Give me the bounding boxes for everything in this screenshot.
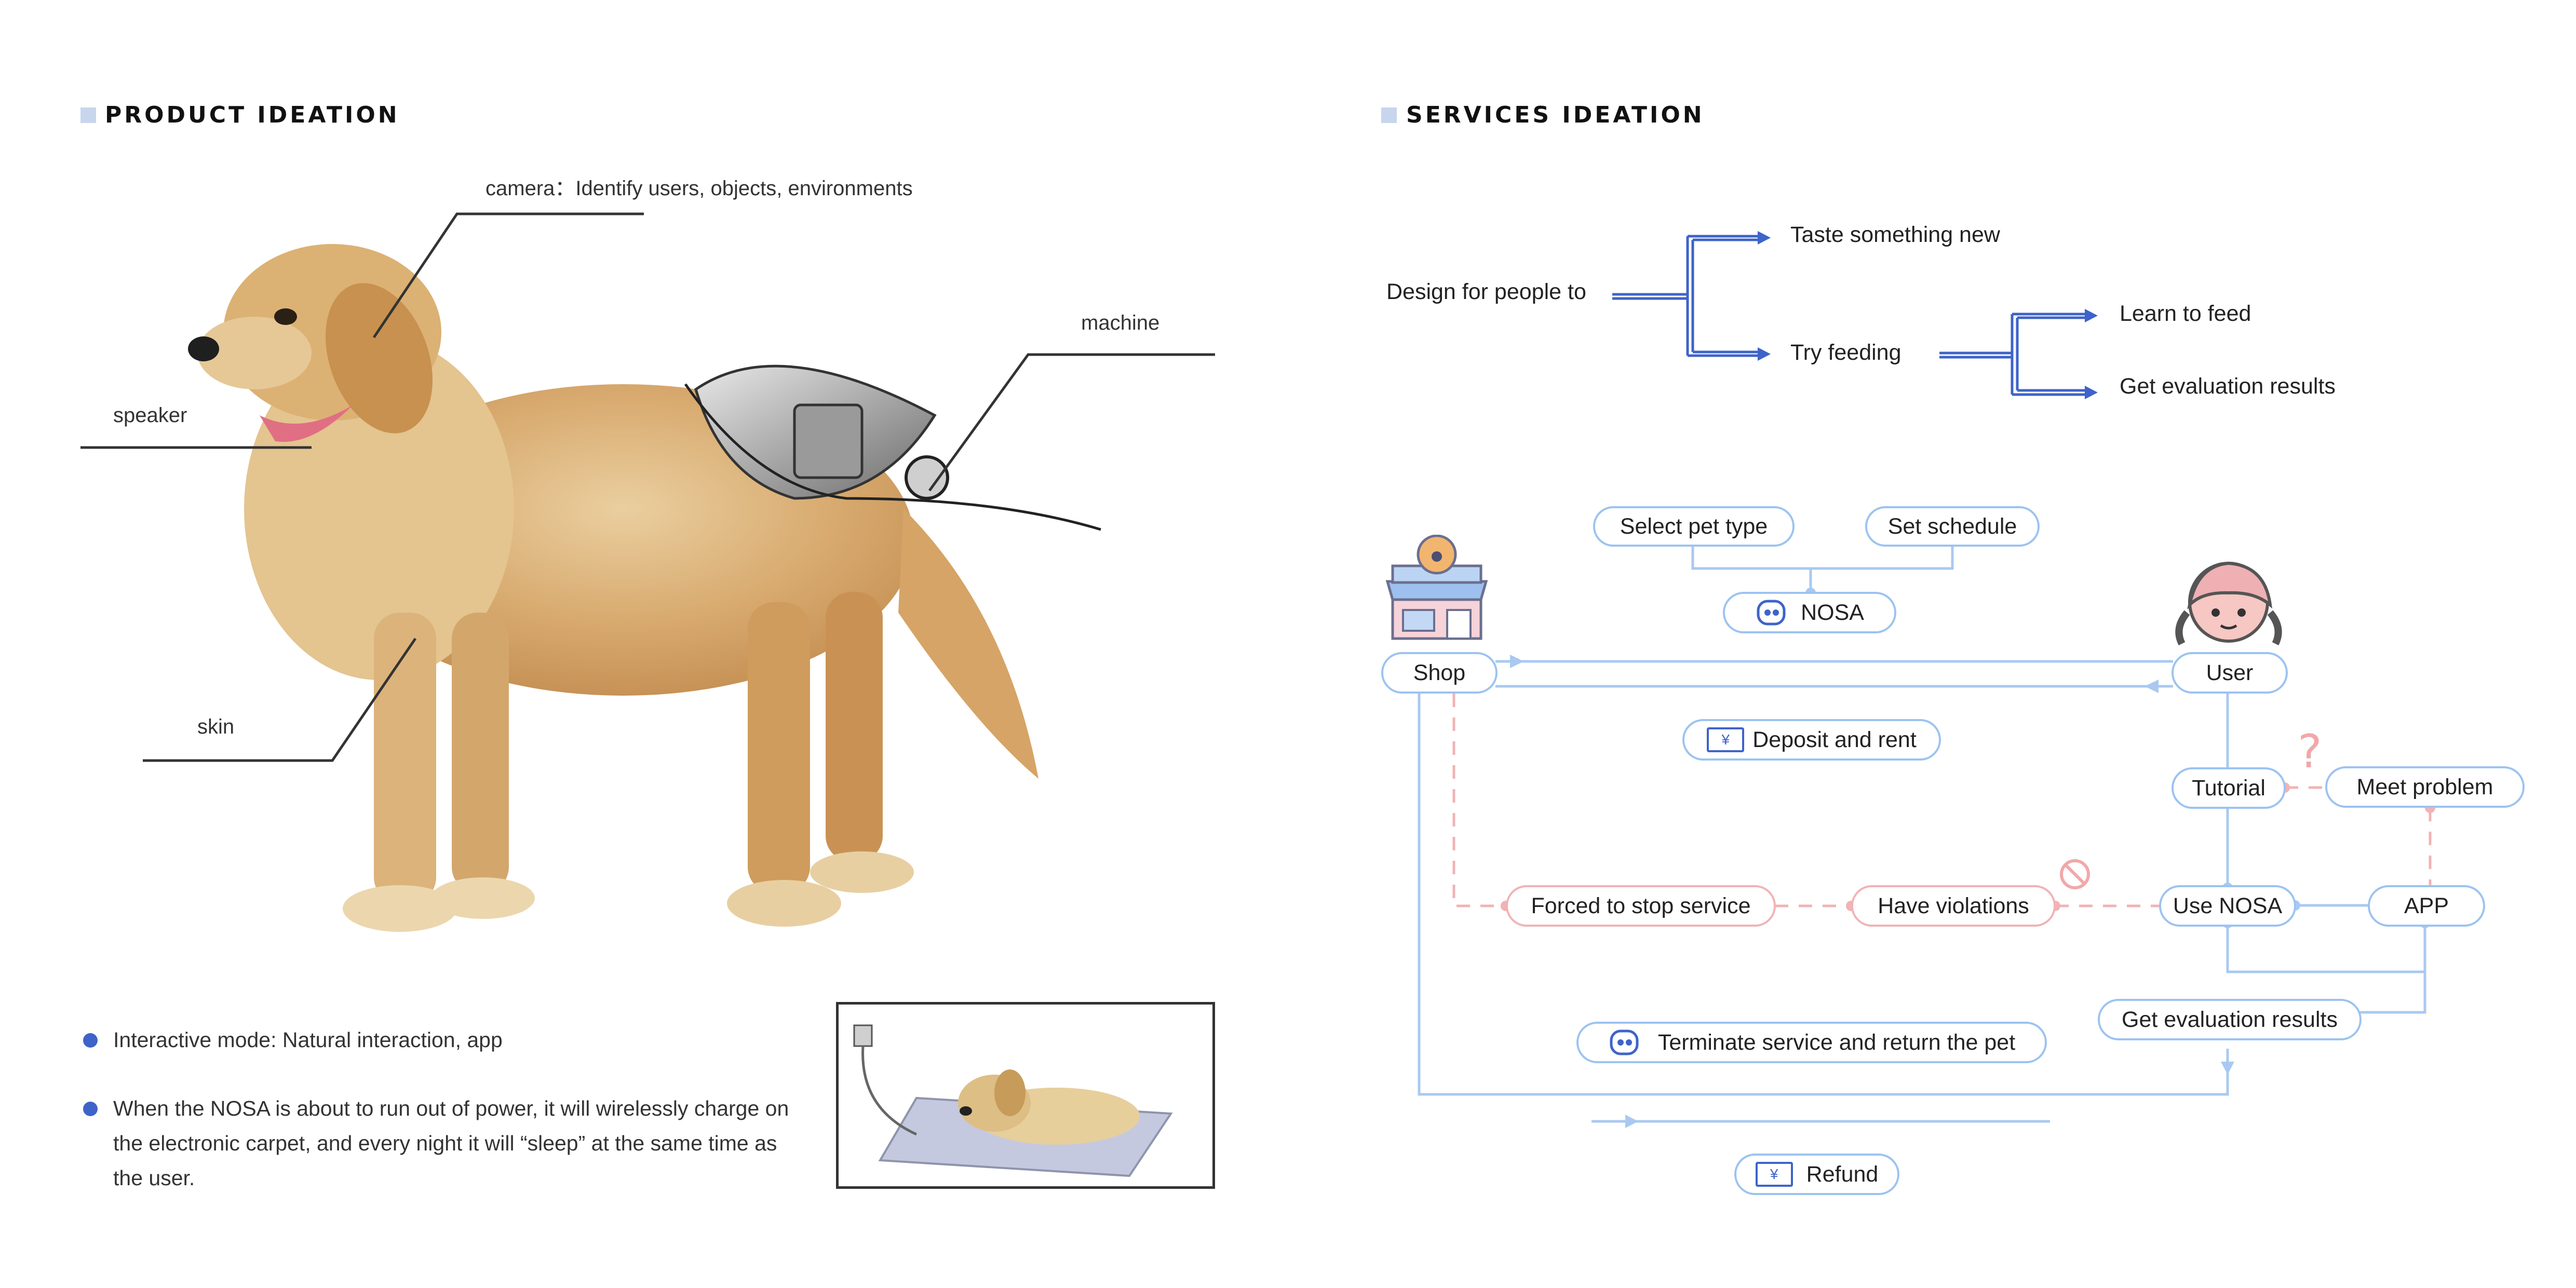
terminate-label: Terminate service and return the pet [1657, 1029, 2016, 1055]
skin-label: skin [197, 715, 235, 738]
refund-label: Refund [1806, 1161, 1879, 1187]
tree-eval: Get evaluation results [2120, 374, 2336, 399]
use-nosa-node: Use NOSA [2159, 885, 2296, 927]
bullet-icon [83, 1033, 98, 1048]
app-node: APP [2368, 885, 2485, 927]
forced-stop-node: Forced to stop service [1506, 885, 1776, 927]
camera-label: camera：Identify users, objects, environm… [485, 177, 913, 200]
bullet-icon [83, 1102, 98, 1116]
shop-icon [1385, 535, 1488, 640]
select-pet-type-node: Select pet type [1593, 506, 1795, 547]
tree-try: Try feeding [1790, 340, 1901, 365]
robot-dog-icon [1757, 600, 1786, 626]
section-marker [1381, 107, 1397, 123]
tree-root: Design for people to [1386, 279, 1586, 304]
charging-note: When the NOSA is about to run out of pow… [113, 1096, 789, 1190]
robot-dog-icon [1610, 1029, 1639, 1055]
get-evaluation-results-node: Get evaluation results [2098, 999, 2362, 1040]
user-avatar-icon [2175, 561, 2282, 646]
question-mark-icon: ? [2298, 725, 2322, 778]
tree-taste: Taste something new [1790, 222, 2000, 247]
cash-icon: ¥ [1755, 1162, 1793, 1187]
interactive-mode-note: Interactive mode: Natural interaction, a… [113, 1028, 503, 1052]
section-marker [80, 107, 96, 123]
refund-node: ¥ Refund [1734, 1154, 1899, 1195]
sleeping-puppy-on-carpet-illustration [853, 1024, 1173, 1177]
nosa-label: NOSA [1801, 600, 1864, 625]
prohibited-icon [2060, 859, 2090, 889]
set-schedule-node: Set schedule [1865, 506, 2040, 547]
speaker-label: speaker [113, 404, 187, 427]
meet-problem-node: Meet problem [2325, 766, 2525, 808]
callout-lines [80, 212, 1215, 762]
golden-retriever-illustration [188, 244, 1101, 932]
have-violations-node: Have violations [1851, 885, 2056, 927]
product-ideation-title: PRODUCT IDEATION [105, 102, 400, 128]
charging-carpet-frame [836, 1002, 1215, 1189]
deposit-label: Deposit and rent [1752, 727, 1917, 752]
tree-learn: Learn to feed [2120, 301, 2251, 326]
deposit-node: ¥ Deposit and rent [1682, 719, 1941, 761]
user-node: User [2172, 652, 2288, 694]
ideation-tree-lines [1612, 231, 2098, 399]
shop-node: Shop [1381, 652, 1498, 694]
services-ideation-title: SERVICES IDEATION [1406, 102, 1705, 128]
tutorial-node: Tutorial [2172, 767, 2286, 809]
machine-label: machine [1081, 311, 1160, 334]
terminate-service-node: Terminate service and return the pet [1576, 1022, 2047, 1063]
nosa-node: NOSA [1723, 592, 1896, 633]
cash-icon: ¥ [1707, 727, 1745, 752]
